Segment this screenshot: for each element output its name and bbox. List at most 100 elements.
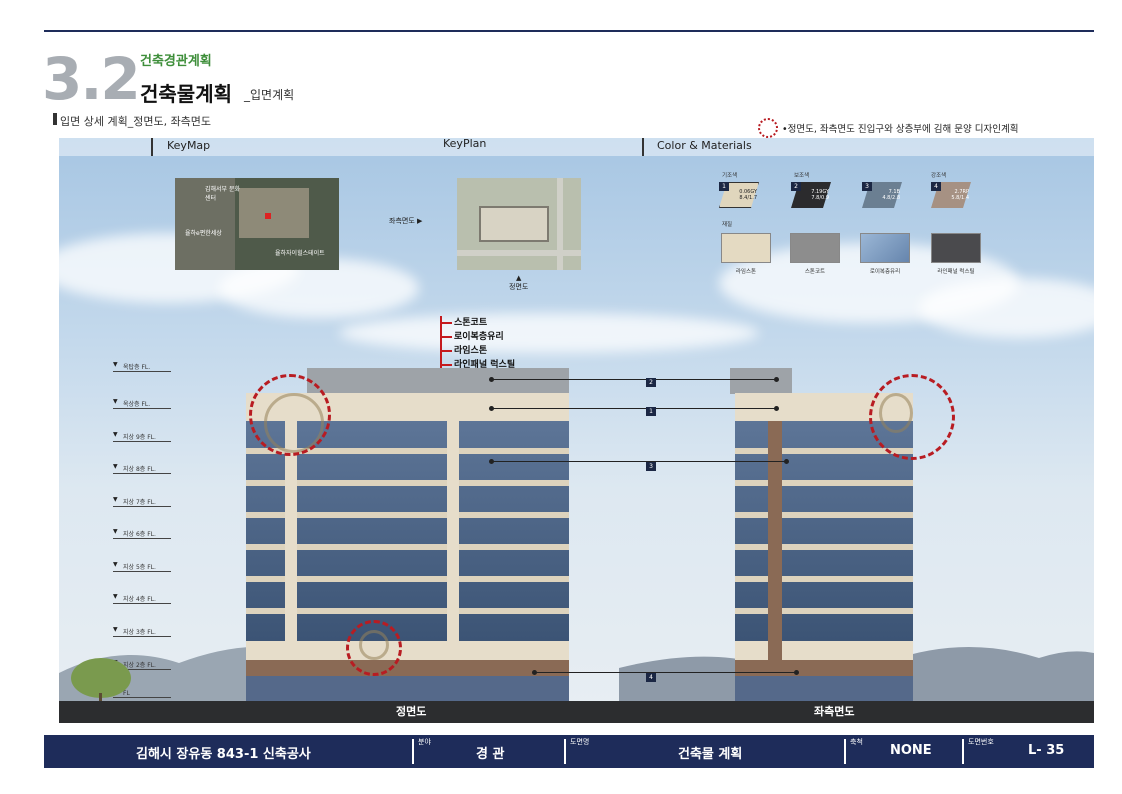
- floor-band: [246, 512, 569, 518]
- tree: [71, 658, 131, 698]
- material-callout-tick: [440, 336, 452, 338]
- left-elevation-label: 좌측면도: [814, 705, 855, 718]
- dimension-dot: [784, 459, 789, 464]
- floor-level-label: 지상 5층 FL.: [113, 561, 171, 572]
- keyplan-bottom-label: ▲ 정면도: [509, 274, 528, 292]
- swatch-number: 2: [791, 182, 801, 191]
- tab-separator: [642, 138, 644, 156]
- swatch-number: 3: [862, 182, 872, 191]
- front-elevation-label: 정면도: [396, 705, 427, 718]
- design-note-text: •정면도, 좌측면도 진입구와 상층부에 김해 문양 디자인계획: [782, 124, 1019, 135]
- dimension-dot: [774, 377, 779, 382]
- color-group-label: 기조색: [722, 173, 738, 179]
- keyplan-bottom-text: 정면도: [509, 283, 529, 291]
- front-storefront: [246, 676, 569, 701]
- front-wood-band: [246, 660, 569, 676]
- keymap-label: 김해서부 문화센터: [205, 186, 241, 202]
- tab-bar: KeyMap KeyPlan Color & Materials: [59, 138, 1094, 156]
- floor-level-label: 지상 4층 FL.: [113, 593, 171, 604]
- material-label: 로이복층유리: [869, 269, 901, 275]
- dimension-dot: [489, 459, 494, 464]
- title-block-divider: [844, 739, 846, 764]
- floor-band: [735, 480, 913, 486]
- scale-value: NONE: [890, 743, 932, 758]
- color-group-label: 보조색: [794, 173, 810, 179]
- cloud: [919, 278, 1094, 338]
- front-vertical-fin: [285, 421, 297, 701]
- dimension-line: [534, 672, 796, 673]
- floor-band: [246, 480, 569, 486]
- material-label: 라인패널 럭스틸: [937, 269, 975, 275]
- section-number: 3.2: [42, 45, 141, 113]
- floor-level-label: 지상 8층 FL.: [113, 463, 171, 474]
- ground-strip: [59, 701, 1094, 723]
- floor-level-label: 지상 9층 FL.: [113, 431, 171, 442]
- floor-band: [735, 576, 913, 582]
- dotted-circle-icon: [758, 118, 778, 138]
- material-callout-tick: [440, 322, 452, 324]
- elevation-panel: KeyMap KeyPlan Color & Materials 김해서부 문화…: [59, 138, 1094, 723]
- section-category: 건축경관계획: [140, 54, 212, 69]
- dimension-mark: 4: [646, 673, 656, 682]
- material-callout: 라임스톤: [454, 346, 488, 356]
- floor-band: [735, 512, 913, 518]
- material-label: 스톤코트: [804, 269, 826, 275]
- drawing-number-label: 도면번호: [968, 738, 994, 746]
- tab-keyplan[interactable]: KeyPlan: [443, 138, 487, 150]
- floor-level-label: 옥상층 FL.: [113, 398, 171, 409]
- swatch-number: 1: [719, 182, 729, 191]
- left-vertical-fin: [768, 421, 782, 701]
- project-name: 김해시 장유동 843-1 신축공사: [136, 747, 311, 762]
- dimension-dot: [532, 670, 537, 675]
- left-roof-penthouse: [730, 368, 792, 394]
- floor-band: [246, 576, 569, 582]
- top-rule: [44, 30, 1094, 32]
- floor-level-label: 옥탑층 FL.: [113, 361, 171, 372]
- front-vertical-fin: [447, 421, 459, 701]
- dimension-dot: [489, 406, 494, 411]
- keyplan-left-label: 좌측면도 ▶: [389, 217, 423, 225]
- material-sample: [790, 233, 840, 263]
- tree-trunk: [99, 693, 102, 703]
- material-sample: [721, 233, 771, 263]
- field-value: 경 관: [476, 747, 505, 762]
- design-highlight-circle: [249, 374, 331, 456]
- dimension-dot: [489, 377, 494, 382]
- keyplan-building: [479, 206, 549, 242]
- dimension-mark: 1: [646, 407, 656, 416]
- swatch-number: 4: [931, 182, 941, 191]
- front-curtain-wall: [246, 421, 569, 641]
- material-callout: 라인패널 럭스틸: [454, 360, 516, 370]
- dimension-mark: 3: [646, 462, 656, 471]
- keyplan-image: [457, 178, 581, 270]
- title-block-divider: [564, 739, 566, 764]
- color-group-label: 강조색: [931, 173, 947, 179]
- floor-level-label: 지상 7층 FL.: [113, 496, 171, 507]
- title-block-divider: [412, 739, 414, 764]
- arrow-up-icon: ▲: [515, 274, 522, 282]
- tab-keymap[interactable]: KeyMap: [167, 139, 211, 152]
- left-storefront: [735, 676, 913, 701]
- floor-band: [735, 608, 913, 614]
- dimension-dot: [774, 406, 779, 411]
- floor-band: [246, 448, 569, 454]
- material-sample: [931, 233, 981, 263]
- left-curtain-wall: [735, 421, 913, 641]
- front-roof-penthouse: [307, 368, 569, 394]
- material-callout-tick: [440, 350, 452, 352]
- dimension-mark: 2: [646, 378, 656, 387]
- field-label: 분야: [418, 738, 431, 746]
- tab-color-materials[interactable]: Color & Materials: [657, 139, 752, 152]
- scale-label: 축척: [850, 738, 863, 746]
- page-title: 건축물계획: [140, 82, 232, 106]
- cloud: [339, 313, 759, 353]
- floor-band: [735, 544, 913, 550]
- material-label: 라임스톤: [735, 269, 757, 275]
- drawing-name-value: 건축물 계획: [678, 747, 743, 762]
- dimension-line: [491, 379, 776, 380]
- floor-band: [246, 608, 569, 614]
- material-callout-tick: [440, 364, 452, 366]
